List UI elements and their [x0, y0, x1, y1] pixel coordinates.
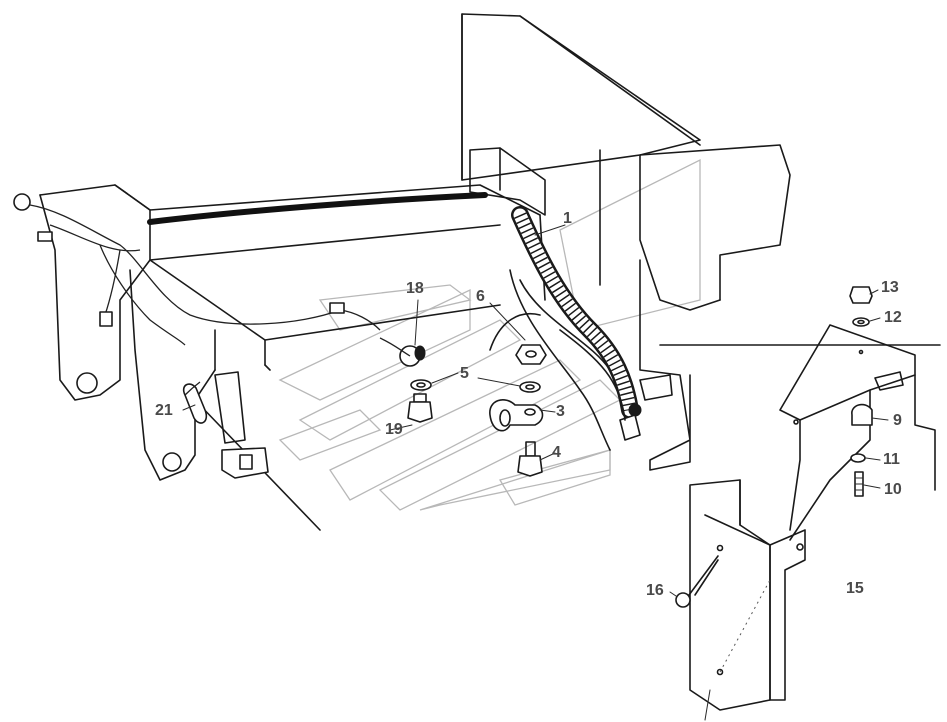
callout-18: 18 — [406, 280, 424, 297]
washer-11 — [850, 453, 866, 463]
clamp-18 — [379, 337, 426, 367]
wiring-harness — [13, 192, 488, 346]
callout-10: 10 — [884, 481, 902, 498]
nut-13 — [849, 286, 873, 304]
nut-6 — [515, 344, 547, 365]
rear-plate — [461, 13, 791, 311]
clip-21 — [182, 381, 208, 424]
left-arms — [39, 184, 321, 531]
hose — [509, 206, 639, 451]
callout-13: 13 — [881, 279, 899, 296]
bolt-4 — [517, 441, 543, 477]
callout-3: 3 — [556, 403, 565, 420]
strut — [214, 371, 269, 479]
mounting-plate — [489, 313, 626, 421]
callout-4: 4 — [552, 444, 561, 461]
callout-9: 9 — [893, 412, 902, 429]
main-frame — [39, 147, 941, 371]
right-bracket — [619, 259, 691, 471]
screw-10 — [854, 471, 864, 497]
leader-lines — [182, 224, 889, 597]
washer-12 — [852, 317, 870, 327]
bolt-19 — [407, 393, 433, 423]
washer-5-left — [410, 379, 432, 391]
callout-5: 5 — [460, 365, 469, 382]
clamp-3 — [489, 399, 544, 432]
callout-19: 19 — [385, 421, 403, 438]
callout-15: 15 — [846, 580, 864, 597]
watermark — [278, 158, 701, 511]
callout-11: 11 — [883, 451, 900, 468]
washer-5-right — [519, 381, 541, 393]
support-bracket-9 — [779, 324, 936, 541]
callout-21: 21 — [155, 402, 173, 419]
callout-6: 6 — [476, 288, 485, 305]
cover-15 — [689, 479, 806, 721]
screw-16 — [675, 555, 719, 608]
callout-16: 16 — [646, 582, 664, 599]
callout-12: 12 — [884, 309, 902, 326]
callout-1: 1 — [563, 210, 572, 227]
